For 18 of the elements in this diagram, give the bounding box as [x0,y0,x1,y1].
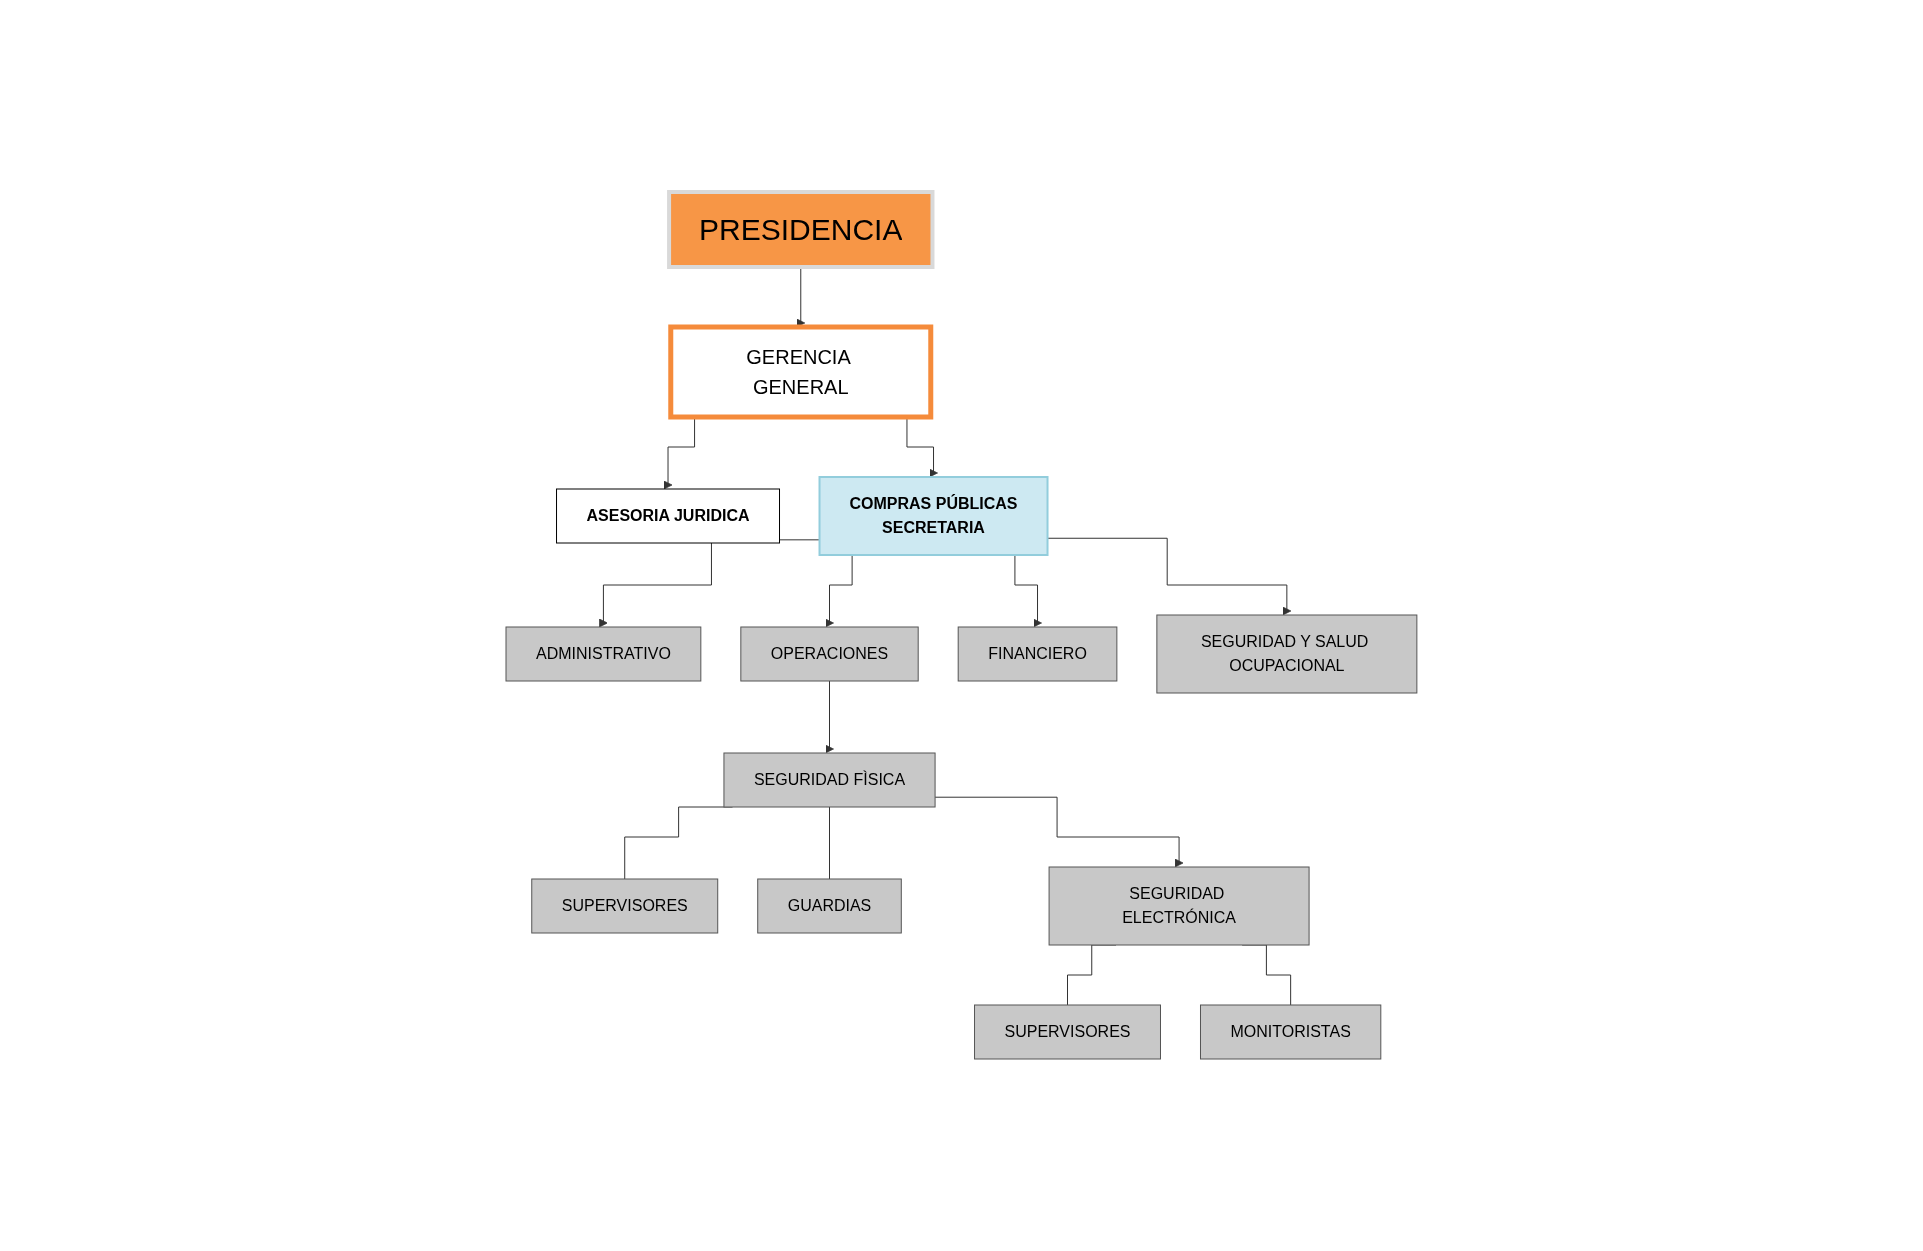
node-box: ADMINISTRATIVO [505,626,702,682]
node-box: SEGURIDAD FÌSICA [723,752,936,808]
node-box: COMPRAS PÚBLICAS SECRETARIA [818,476,1049,556]
node-box: FINANCIERO [957,626,1118,682]
arrow [934,796,1184,868]
node-box: ASESORIA JURIDICA [556,488,781,544]
node-box: OPERACIONES [740,626,919,682]
node-box: GERENCIA GENERAL [668,324,934,420]
node-box: MONITORISTAS [1200,1004,1382,1060]
node-box: PRESIDENCIA [667,190,935,269]
node-box: GUARDIAS [757,878,902,934]
connector [829,806,831,880]
arrow [825,680,834,754]
node-box: SUPERVISORES [531,878,719,934]
arrow [1047,537,1292,616]
node-box: SEGURIDAD ELECTRÓNICA [1048,866,1310,946]
node-box: SEGURIDAD Y SALUD OCUPACIONAL [1156,614,1418,694]
node-box: SUPERVISORES [974,1004,1162,1060]
